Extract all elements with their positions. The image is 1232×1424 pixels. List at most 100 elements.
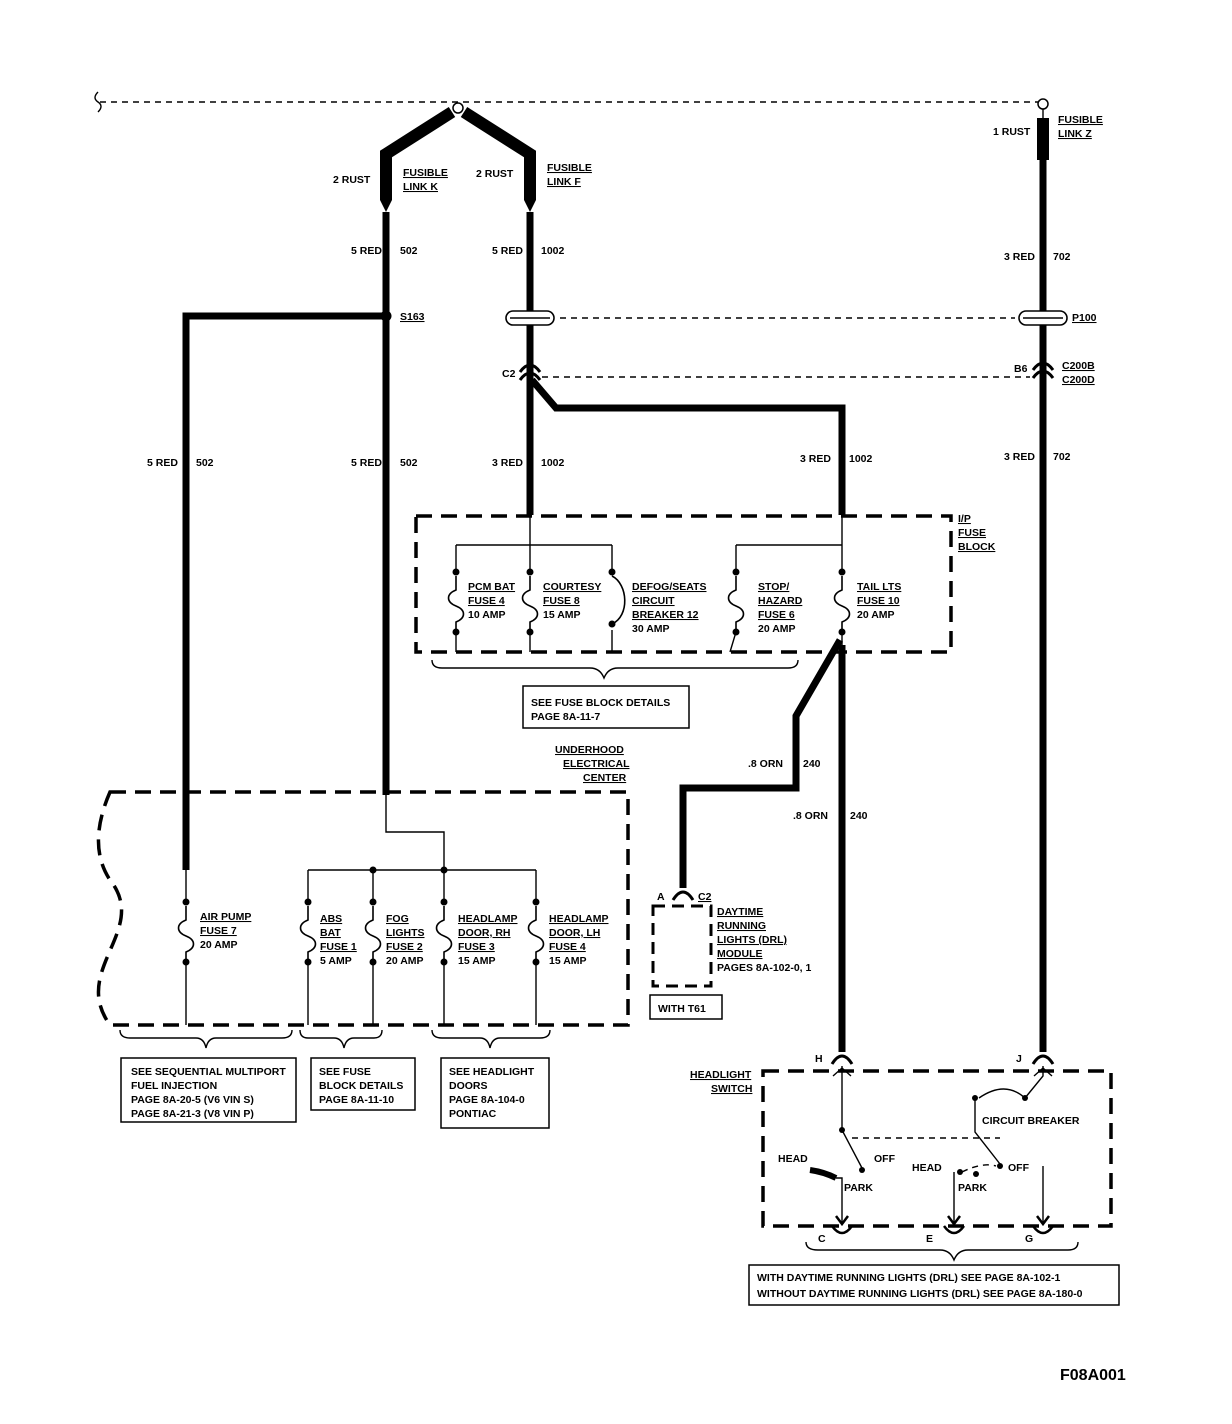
fusible-link-f-name-2: LINK F: [547, 176, 581, 188]
bus-junction-right: [1037, 98, 1049, 110]
ref-fuse-2: BLOCK DETAILS: [319, 1080, 403, 1092]
wire-1002-right-gauge: 3 RED: [800, 453, 831, 465]
switch-head-contact-1: [809, 1167, 838, 1181]
ref-headlight-1: SEE HEADLIGHT: [449, 1066, 535, 1078]
p100-label: P100: [1072, 312, 1097, 324]
fuse-fog-name-2: LIGHTS: [386, 927, 425, 939]
wire-240-a-gauge: .8 ORN: [748, 758, 783, 770]
fuse-headlamp-door-rh: [435, 898, 453, 966]
b6-label: B6: [1014, 363, 1028, 375]
wire-702-mid-circuit: 702: [1053, 451, 1071, 463]
fusible-link-f-wire-label: 2 RUST: [476, 168, 514, 180]
headlight-switch-title-1: HEADLIGHT: [690, 1069, 752, 1081]
wire-502-branch: [182, 312, 386, 870]
brace-headlight: [431, 1029, 551, 1049]
switch-pin-g-connector: [1031, 1215, 1055, 1235]
fuse-hl-rh-rating: 15 AMP: [458, 955, 496, 967]
fuse-abs-rating: 5 AMP: [320, 955, 352, 967]
fuse-hl-rh-name-2: DOOR, RH: [458, 927, 511, 939]
wire-502-left-gauge: 5 RED: [147, 457, 178, 469]
fuse-courtesy: [521, 568, 539, 636]
fusible-link-k-wire: [380, 106, 456, 200]
fuse-stop-hazard-number: FUSE 6: [758, 609, 795, 621]
ref-headlight-2: DOORS: [449, 1080, 488, 1092]
ref-sfi-box: [120, 1057, 297, 1123]
fuse-courtesy-number: FUSE 8: [543, 595, 580, 607]
wire-1002-mid-circuit: 1002: [541, 457, 565, 469]
fuse-air-pump: [177, 898, 195, 966]
switch-park-1: PARK: [844, 1182, 873, 1194]
ref-fuse-3: PAGE 8A-11-10: [319, 1094, 394, 1106]
switch-ref-box: [748, 1264, 1120, 1306]
c200b-label: C200B: [1062, 360, 1095, 372]
underhood-title-3: CENTER: [583, 772, 627, 784]
fuse-tail-lts-rating: 20 AMP: [857, 609, 895, 621]
fuse-pcm-bat: [447, 568, 465, 636]
ip-fuse-block-box: [414, 514, 953, 654]
wire-502-top-circuit: 502: [400, 245, 418, 257]
drl-option-label: WITH T61: [658, 1003, 706, 1015]
fuse-hl-lh-name-2: DOOR, LH: [549, 927, 600, 939]
ref-headlight-4: PONTIAC: [449, 1108, 497, 1120]
bus-junction-left: [452, 102, 464, 114]
wire-502-mid-gauge: 5 RED: [351, 457, 382, 469]
wire-1002-top-gauge: 5 RED: [492, 245, 523, 257]
switch-head-2: HEAD: [912, 1162, 942, 1174]
fuse-stop-hazard-rating: 20 AMP: [758, 623, 796, 635]
cb-defog-number: BREAKER 12: [632, 609, 699, 621]
fusible-link-k-name-2: LINK K: [403, 181, 438, 193]
fuse-pcm-bat-number: FUSE 4: [468, 595, 505, 607]
fuse-tail-lts-number: FUSE 10: [857, 595, 900, 607]
brace-fuse: [299, 1029, 383, 1049]
fuse-tail-lts-name: TAIL LTS: [857, 581, 901, 593]
ip-fuse-block-ref-1: SEE FUSE BLOCK DETAILS: [531, 697, 670, 709]
cb-defog-type: CIRCUIT: [632, 595, 675, 607]
fusible-link-k-tip: [380, 200, 392, 212]
headlight-switch-box: [761, 1069, 1113, 1228]
ip-fuse-block-brace: [431, 659, 799, 680]
ref-fuse-1: SEE FUSE: [319, 1066, 371, 1078]
fusible-link-z-name-1: FUSIBLE: [1058, 114, 1103, 126]
fusible-link-z-name-2: LINK Z: [1058, 128, 1092, 140]
fuse-hl-rh-number: FUSE 3: [458, 941, 495, 953]
switch-pin-j: J: [1016, 1053, 1022, 1065]
fuse-stop-hazard-name-2: HAZARD: [758, 595, 803, 607]
fuse-hl-lh-number: FUSE 4: [549, 941, 586, 953]
switch-pin-e-connector: [942, 1215, 966, 1235]
drl-module-name-3: LIGHTS (DRL): [717, 934, 787, 946]
switch-pin-h: H: [815, 1053, 823, 1065]
wire-1002-top-circuit: 1002: [541, 245, 565, 257]
circuit-breaker-element: [978, 1088, 1026, 1099]
drl-option-box: [649, 994, 723, 1020]
underhood-title-1: UNDERHOOD: [555, 744, 624, 756]
fusible-link-k-name-1: FUSIBLE: [403, 167, 448, 179]
fusible-link-z: [1037, 118, 1049, 160]
fuse-hl-lh-name-1: HEADLAMP: [549, 913, 609, 925]
ip-fuse-block-title-3: BLOCK: [958, 541, 996, 553]
fuse-stop-hazard: [727, 568, 745, 636]
drl-module-name-1: DAYTIME: [717, 906, 763, 918]
drl-connector-label: C2: [698, 891, 712, 903]
fuse-pcm-bat-rating: 10 AMP: [468, 609, 506, 621]
fuse-fog-lights: [364, 898, 382, 966]
c2-connector: [518, 363, 542, 381]
ref-sfi-2: FUEL INJECTION: [131, 1080, 217, 1092]
fuse-abs-name-2: BAT: [320, 927, 341, 939]
fuse-fog-name-1: FOG: [386, 913, 409, 925]
wire-240-drl: [679, 638, 844, 888]
ip-fuse-block-ref-box: [522, 685, 690, 729]
drl-connector: [671, 890, 695, 901]
fuse-hl-lh-rating: 15 AMP: [549, 955, 587, 967]
brace-sfi: [119, 1029, 293, 1049]
switch-park-2: PARK: [958, 1182, 987, 1194]
switch-ref-1: WITH DAYTIME RUNNING LIGHTS (DRL) SEE PA…: [757, 1272, 1061, 1284]
ref-fuse-box: [310, 1057, 416, 1111]
drl-module-pages: PAGES 8A-102-0, 1: [717, 962, 812, 974]
switch-pin-e: E: [926, 1233, 933, 1245]
fusible-link-f-name-1: FUSIBLE: [547, 162, 592, 174]
fusible-link-f-wire: [460, 106, 536, 200]
drl-pin-a: A: [657, 891, 665, 903]
circuit-breaker-defog-seats: [608, 568, 626, 628]
switch-breaker-label: CIRCUIT BREAKER: [982, 1115, 1080, 1127]
